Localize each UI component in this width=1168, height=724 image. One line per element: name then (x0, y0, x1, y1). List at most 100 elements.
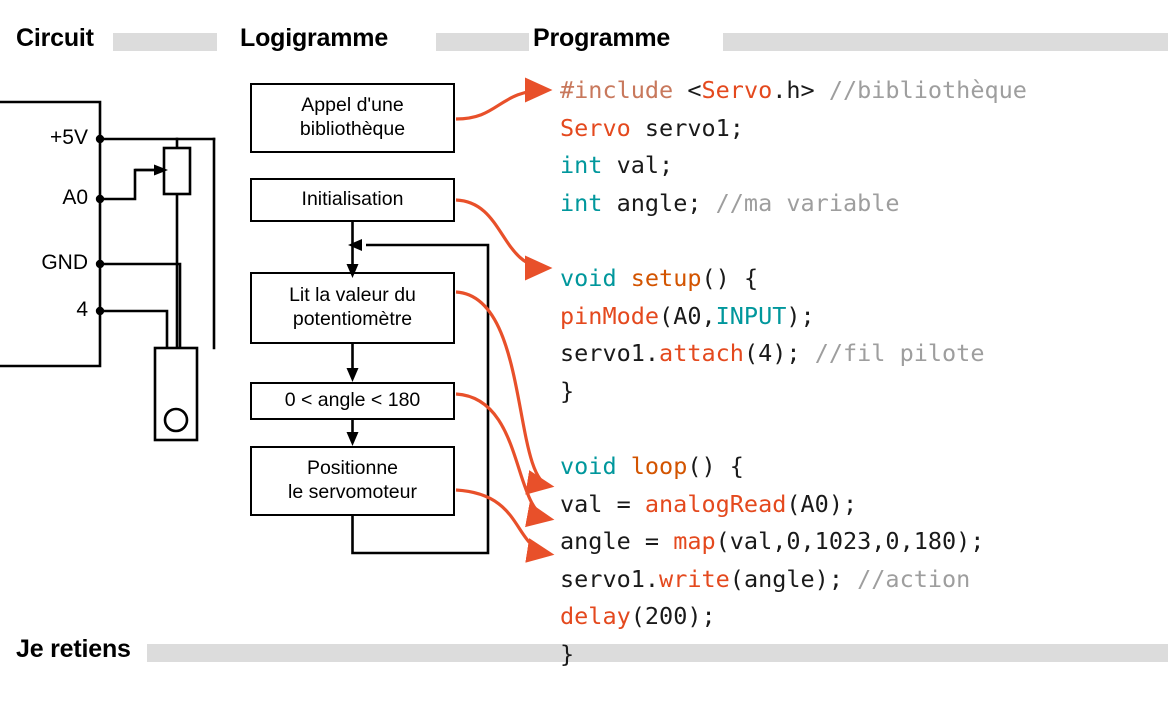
code-token: void (560, 263, 617, 292)
code-line-8: } (560, 373, 1027, 411)
code-line-2: int val; (560, 147, 1027, 185)
code-token: () { (687, 451, 744, 480)
code-token: val; (602, 151, 674, 180)
code-line-12: angle = map(val,0,1023,0,180); (560, 523, 1027, 561)
flowchart-box-servo-label: Positionne le servomoteur (288, 457, 417, 503)
pin-dot-4 (95, 306, 105, 316)
code-token: Servo (560, 113, 631, 142)
code-token: //fil pilote (814, 339, 985, 368)
code-line-13: servo1.write(angle); //action (560, 561, 1027, 599)
potentiometer-body (162, 146, 192, 196)
code-token: () { (701, 263, 759, 292)
flowchart-box-lib-label: Appel d'une bibliothèque (299, 94, 406, 140)
code-token: (A0); (786, 489, 858, 518)
flow-arrowhead-loop (348, 239, 362, 251)
code-token: } (560, 376, 575, 405)
pin-label-a0: A0 (62, 186, 88, 209)
arrow-servo-to-write (455, 488, 555, 563)
wire-a0 (98, 168, 162, 201)
code-line-15: } (560, 636, 1027, 674)
code-token: INPUT (715, 301, 787, 330)
code-token: Servo (701, 76, 773, 104)
code-token: < (687, 76, 702, 104)
code-token: angle = (560, 527, 674, 556)
code-line-7: servo1.attach(4); //fil pilote (560, 335, 1027, 373)
board-edge (0, 100, 102, 368)
pin-label-gnd: GND (41, 251, 88, 274)
arrow-map-to-map (455, 392, 555, 528)
arrow-init-to-setup (455, 198, 553, 281)
section-bar-logigramme (436, 33, 529, 51)
pin-dot-5v (95, 134, 105, 144)
code-token: val = (560, 489, 645, 518)
code-token: write (659, 564, 730, 593)
code-line-10: void loop() { (560, 448, 1027, 486)
code-token: #include (560, 76, 688, 104)
code-token: map (673, 527, 716, 556)
code-token: angle; (602, 188, 716, 217)
code-line-3: int angle; //ma variable (560, 185, 1027, 223)
section-bar-programme (723, 33, 1168, 51)
flowchart-box-lib[interactable]: Appel d'une bibliothèque (250, 83, 455, 153)
code-line-1: Servo servo1; (560, 110, 1027, 148)
arrow-read-to-analogread (455, 290, 555, 495)
code-token: servo1. (560, 564, 660, 593)
section-title-je-retiens: Je retiens (16, 635, 131, 663)
pin-label-5v: +5V (50, 126, 88, 149)
section-bar-je-retiens (147, 644, 1168, 662)
code-token: (4); (743, 339, 815, 368)
flowchart-box-map-label: 0 < angle < 180 (284, 389, 421, 412)
code-line-9 (560, 410, 1027, 448)
pot-wiper-arrow (135, 164, 168, 176)
code-token: int (560, 151, 603, 180)
section-bar-circuit (113, 33, 217, 51)
section-title-programme: Programme (533, 24, 671, 52)
code-line-0: #include <Servo.h> //bibliothèque (560, 72, 1027, 110)
flow-arrowhead-3 (346, 432, 359, 446)
section-title-circuit: Circuit (16, 24, 94, 52)
code-token: servo1. (560, 339, 660, 368)
code-token (617, 452, 631, 480)
pin-label-4: 4 (76, 298, 88, 321)
code-token: void (560, 451, 617, 480)
code-token: .h> (772, 76, 829, 104)
flowchart-box-init-label: Initialisation (301, 188, 404, 211)
code-token: analogRead (644, 489, 787, 518)
code-token: (A0, (659, 301, 716, 330)
code-token: } (560, 639, 575, 668)
code-line-6: pinMode(A0,INPUT); (560, 298, 1027, 336)
code-line-11: val = analogRead(A0); (560, 486, 1027, 524)
section-title-logigramme: Logigramme (240, 24, 389, 52)
code-token: pinMode (560, 301, 660, 330)
circuit-diagram (0, 100, 216, 442)
flow-arrowhead-2 (346, 368, 359, 382)
code-line-4 (560, 222, 1027, 260)
code-token: //bibliothèque (828, 76, 1027, 104)
code-token: int (560, 188, 603, 217)
code-line-5: void setup() { (560, 260, 1027, 298)
code-token: setup (630, 263, 702, 292)
flowchart-box-init[interactable]: Initialisation (250, 178, 455, 222)
code-token: (angle); (729, 564, 858, 593)
wire-pin4 (98, 309, 169, 350)
code-token (617, 264, 631, 292)
flowchart-box-map[interactable]: 0 < angle < 180 (250, 382, 455, 420)
code-token: loop (630, 451, 688, 480)
code-token: delay (560, 602, 631, 631)
wire-gnd (98, 262, 182, 350)
pin-dot-gnd (95, 259, 105, 269)
code-token: (200); (630, 602, 716, 631)
code-token: servo1; (630, 113, 744, 142)
code-line-14: delay(200); (560, 598, 1027, 636)
flowchart-box-read[interactable]: Lit la valeur du potentiomètre (250, 272, 455, 344)
servo-shaft (163, 407, 189, 433)
code-token: (val,0,1023,0,180); (715, 527, 985, 556)
code-token: //ma variable (715, 188, 900, 217)
arrow-lib-to-include (455, 77, 553, 121)
code-token: ); (786, 301, 815, 330)
code-token: attach (659, 339, 744, 368)
code-token: //action (857, 564, 971, 593)
flowchart-box-servo[interactable]: Positionne le servomoteur (250, 446, 455, 516)
flowchart-box-read-label: Lit la valeur du potentiomètre (289, 284, 416, 330)
